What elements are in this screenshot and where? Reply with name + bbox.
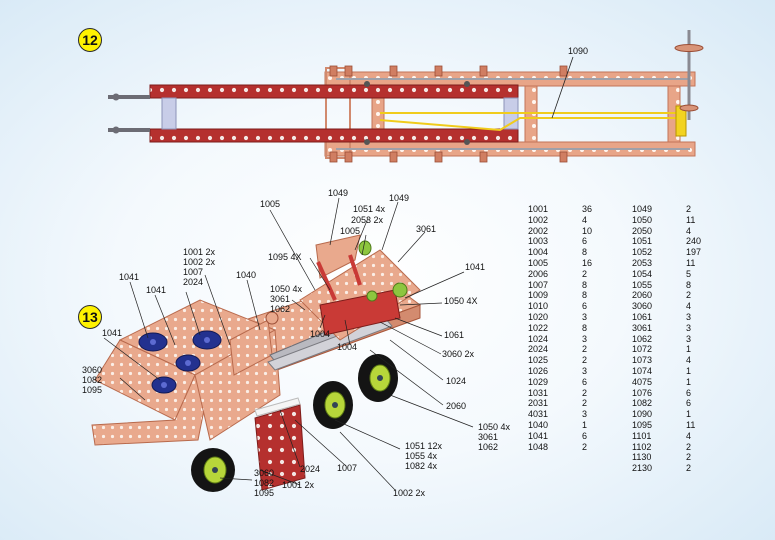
step-13-truck xyxy=(91,234,422,492)
callout-1041-c: 1041 xyxy=(102,328,123,338)
callout-1050-group-bottom: 1050 4x 3061 1062 xyxy=(478,422,511,452)
callout-3060-group-left: 3060 1082 1095 xyxy=(82,365,103,395)
callout-1001-group: 1001 2x 1002 2x 1007 2024 xyxy=(183,247,216,287)
callout-1051: 1051 4x xyxy=(353,204,386,214)
callout-1061: 1061 xyxy=(444,330,465,340)
callout-1041-a: 1041 xyxy=(119,272,140,282)
callout-3060-2x: 3060 2x xyxy=(442,349,475,359)
callout-1051-group-bottom: 1051 12x 1055 4x 1082 4x xyxy=(405,441,443,471)
callout-2060: 2060 xyxy=(446,401,467,411)
callout-1041-b: 1041 xyxy=(146,285,167,295)
callout-1049-b: 1049 xyxy=(389,193,410,203)
callout-1005-b: 1005 xyxy=(340,226,361,236)
step-13-badge: 13 xyxy=(78,305,102,329)
callout-1050-group: 1050 4x 3061 1062 xyxy=(270,284,303,314)
step-12-badge: 12 xyxy=(78,28,102,52)
callout-2024: 2024 xyxy=(300,464,321,474)
callout-1005-a: 1005 xyxy=(260,199,281,209)
callout-1004-a: 1004 xyxy=(310,329,331,339)
callout-2053: 2053 2x xyxy=(351,215,384,225)
step-12-frame xyxy=(108,30,704,163)
callout-1007: 1007 xyxy=(337,463,358,473)
callout-3060-group-bottom: 3060 1082 1095 xyxy=(254,468,275,498)
callout-1002-2x: 1002 2x xyxy=(393,488,426,498)
callout-1001-2x: 1001 2x xyxy=(282,480,315,490)
callout-1095: 1095 4X xyxy=(268,252,302,262)
callout-1004-b: 1004 xyxy=(337,342,358,352)
callout-1049-a: 1049 xyxy=(328,188,349,198)
callout-1090: 1090 xyxy=(568,46,589,56)
callout-3061: 3061 xyxy=(416,224,437,234)
callout-1041-d: 1041 xyxy=(465,262,486,272)
callout-1024: 1024 xyxy=(446,376,467,386)
callout-1050-4x: 1050 4X xyxy=(444,296,478,306)
callout-1040: 1040 xyxy=(236,270,257,280)
callout-leader-lines xyxy=(103,197,474,491)
